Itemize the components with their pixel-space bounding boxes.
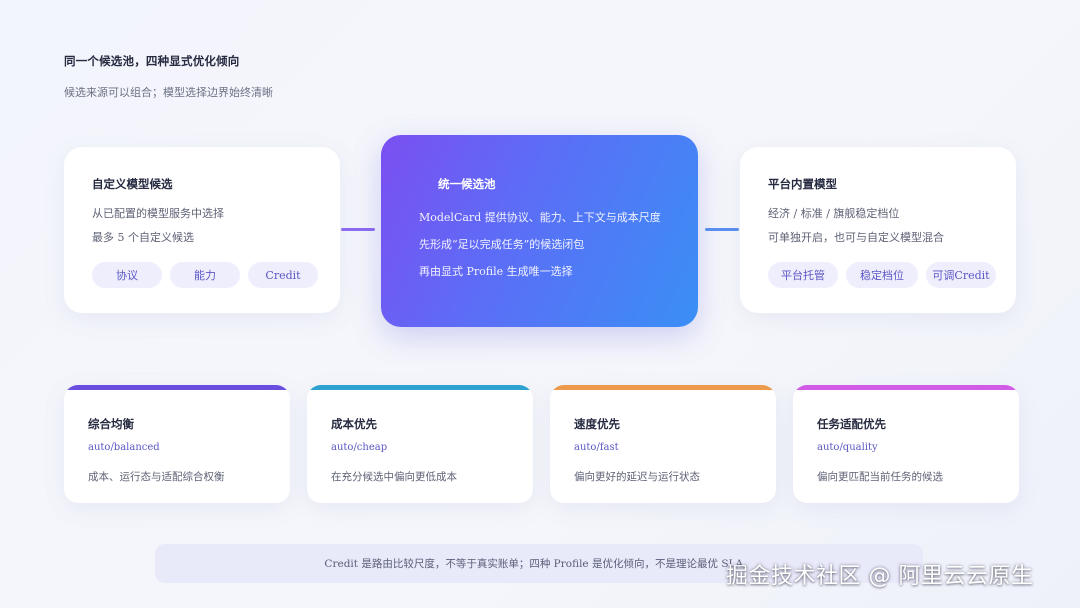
connector-right xyxy=(705,228,739,231)
strategy-mode: auto/balanced xyxy=(88,442,160,453)
strategy-desc: 偏向更好的延迟与运行状态 xyxy=(574,471,700,483)
page-title: 同一个候选池，四种显式优化倾向 xyxy=(64,54,240,68)
chip-platform-hosted: 平台托管 xyxy=(768,262,838,288)
connector-left xyxy=(341,228,375,231)
strategy-title: 成本优先 xyxy=(331,417,377,431)
chip-protocol: 协议 xyxy=(92,262,162,288)
card-line: 最多 5 个自定义候选 xyxy=(92,231,194,244)
accent-bar xyxy=(550,385,776,390)
accent-bar xyxy=(64,385,290,390)
chip-stable-tier: 稳定档位 xyxy=(846,262,918,288)
accent-bar xyxy=(793,385,1019,390)
chip-group: 协议 能力 Credit xyxy=(92,262,318,288)
strategy-mode: auto/fast xyxy=(574,442,619,453)
strategy-desc: 在充分候选中偏向更低成本 xyxy=(331,471,457,483)
strategy-title: 任务适配优先 xyxy=(817,417,886,431)
unified-candidate-pool-card: 统一候选池 ModelCard 提供协议、能力、上下文与成本尺度 先形成“足以完… xyxy=(381,135,698,327)
page-subtitle: 候选来源可以组合；模型选择边界始终清晰 xyxy=(64,86,273,99)
strategy-title: 速度优先 xyxy=(574,417,620,431)
accent-bar xyxy=(307,385,533,390)
strategy-desc: 偏向更匹配当前任务的候选 xyxy=(817,471,943,483)
strategy-card-cheap: 成本优先 auto/cheap 在充分候选中偏向更低成本 xyxy=(307,385,533,503)
chip-group: 平台托管 稳定档位 可调Credit xyxy=(768,262,996,288)
card-line: 可单独开启，也可与自定义模型混合 xyxy=(768,231,944,244)
card-line: 经济 / 标准 / 旗舰稳定档位 xyxy=(768,207,900,220)
card-title: 自定义模型候选 xyxy=(92,177,173,191)
footer-note: Credit 是路由比较尺度，不等于真实账单；四种 Profile 是优化倾向，… xyxy=(155,544,923,583)
watermark: 掘金技术社区 @ 阿里云云原生 xyxy=(726,564,1034,589)
custom-model-candidates-card: 自定义模型候选 从已配置的模型服务中选择 最多 5 个自定义候选 协议 能力 C… xyxy=(64,147,340,313)
card-line: 先形成“足以完成任务”的候选闭包 xyxy=(419,238,585,251)
strategy-mode: auto/quality xyxy=(817,442,878,453)
card-title: 统一候选池 xyxy=(438,177,496,191)
strategy-card-balanced: 综合均衡 auto/balanced 成本、运行态与适配综合权衡 xyxy=(64,385,290,503)
chip-capability: 能力 xyxy=(170,262,240,288)
strategy-card-quality: 任务适配优先 auto/quality 偏向更匹配当前任务的候选 xyxy=(793,385,1019,503)
card-line: 从已配置的模型服务中选择 xyxy=(92,207,224,220)
platform-builtin-models-card: 平台内置模型 经济 / 标准 / 旗舰稳定档位 可单独开启，也可与自定义模型混合… xyxy=(740,147,1016,313)
chip-adjustable-credit: 可调Credit xyxy=(926,262,996,288)
chip-credit: Credit xyxy=(248,262,318,288)
strategy-title: 综合均衡 xyxy=(88,417,134,431)
card-line: 再由显式 Profile 生成唯一选择 xyxy=(419,265,573,278)
card-title: 平台内置模型 xyxy=(768,177,837,191)
card-line: ModelCard 提供协议、能力、上下文与成本尺度 xyxy=(419,211,661,224)
strategy-desc: 成本、运行态与适配综合权衡 xyxy=(88,471,225,483)
strategy-card-fast: 速度优先 auto/fast 偏向更好的延迟与运行状态 xyxy=(550,385,776,503)
strategy-mode: auto/cheap xyxy=(331,442,388,453)
